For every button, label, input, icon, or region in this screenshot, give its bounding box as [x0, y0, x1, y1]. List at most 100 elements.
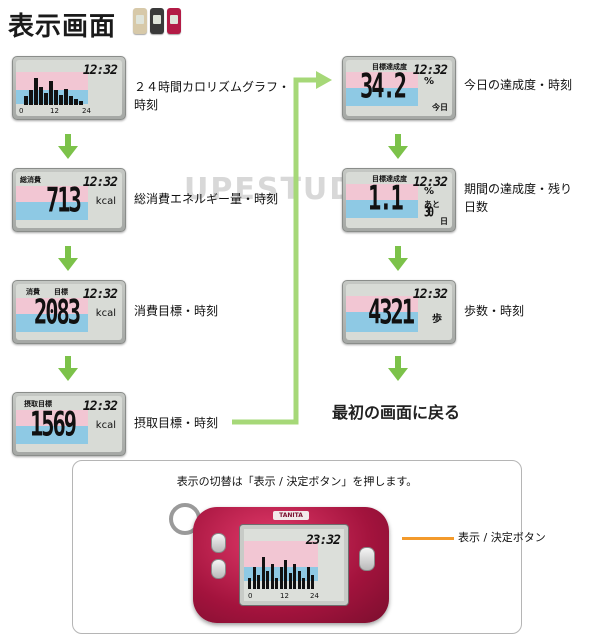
graph-bar — [24, 96, 28, 105]
device-lcd: 23:32 0 12 24 — [239, 524, 349, 606]
unit-label: kcal — [95, 420, 116, 431]
graph-bar — [79, 100, 83, 105]
graph-bar — [306, 567, 310, 589]
caption-intake-goal: 摂取目標・時刻 — [134, 416, 219, 430]
graph-bar — [252, 567, 256, 589]
clock: 12:32 — [82, 63, 118, 78]
tick-12: 12 — [50, 107, 59, 115]
unit-label: kcal — [95, 196, 116, 207]
instruction-text: 表示の切替は「表示 / 決定ボタン」を押します。 — [176, 475, 418, 488]
caption-total-consumption: 総消費エネルギー量・時刻 — [134, 192, 279, 206]
tick-0: 0 — [19, 107, 24, 115]
beige-device-thumbnail — [133, 8, 147, 34]
graph-bar — [59, 94, 63, 105]
lcd-intake-goal: 摂取目標 1569 12:32 kcal — [12, 392, 126, 456]
caption-steps: 歩数・時刻 — [464, 304, 525, 318]
device-clock: 23:32 — [305, 533, 341, 548]
left-button-bottom — [211, 559, 226, 579]
rate-value: 1.1 — [368, 180, 404, 219]
days-unit: 日 — [440, 217, 448, 226]
calorie-value: 1569 — [30, 406, 77, 445]
tick-0: 0 — [248, 592, 253, 600]
unit-label: kcal — [95, 308, 116, 319]
clock: 12:32 — [82, 175, 118, 190]
graph-bar — [74, 99, 78, 105]
device-graph-bars — [248, 553, 316, 589]
lcd-period-rate: 目標達成度 1.1 % あと 30 日 12:32 — [342, 168, 456, 232]
down-arrow-icon — [58, 246, 78, 271]
graph-bar — [266, 571, 270, 589]
screen-label: 目標 — [54, 288, 68, 296]
down-arrow-icon — [388, 246, 408, 271]
caption-today-rate: 今日の達成度・時刻 — [464, 78, 573, 92]
lcd-consumption-goal: 消費 目標 2083 12:32 kcal — [12, 280, 126, 344]
graph-bar — [270, 563, 274, 589]
graph-bar — [302, 578, 306, 589]
graph-bar — [279, 567, 283, 589]
graph-bar — [257, 574, 261, 589]
tick-12: 12 — [280, 592, 289, 600]
brand-logo: TANITA — [273, 511, 309, 520]
remaining-label: あと — [424, 200, 440, 209]
graph-bar — [54, 90, 58, 105]
clock: 12:32 — [82, 287, 118, 302]
steps-value: 4321 — [368, 294, 415, 333]
screen-label: 総消費 — [20, 176, 41, 184]
graph-bar — [44, 93, 48, 105]
screen-label: 消費 — [26, 288, 40, 296]
graph-bar — [297, 571, 301, 589]
page-title: 表示画面 — [8, 12, 117, 42]
graph-bars — [24, 75, 84, 105]
clock: 12:32 — [412, 175, 448, 190]
clock: 12:32 — [412, 63, 448, 78]
down-arrow-icon — [58, 356, 78, 381]
lcd-calorhythm-graph: 0 12 24 12:32 — [12, 56, 126, 120]
left-button-top — [211, 533, 226, 553]
device-color-thumbnails — [133, 6, 185, 36]
caption-graph: ２４時間カロリズムグラフ・時刻 — [134, 80, 291, 112]
switch-instruction-panel: 表示の切替は「表示 / 決定ボタン」を押します。 TANITA 23:32 0 … — [72, 460, 522, 634]
down-arrow-icon — [388, 356, 408, 381]
lcd-today-rate: 目標達成度 34.2 % 12:32 今日 — [342, 56, 456, 120]
screen-label: 目標達成度 — [372, 63, 407, 71]
lcd-total-consumption: 総消費 713 12:32 kcal — [12, 168, 126, 232]
return-to-first-screen: 最初の画面に戻る — [332, 403, 461, 422]
calorie-value: 713 — [46, 182, 82, 221]
callout-line — [402, 537, 454, 540]
clock: 12:32 — [82, 399, 118, 414]
graph-bar — [248, 578, 252, 589]
device-illustration: TANITA 23:32 0 12 24 — [193, 507, 389, 623]
rate-value: 34.2 — [360, 68, 407, 107]
callout-label: 表示 / 決定ボタン — [458, 531, 546, 544]
down-arrow-icon — [58, 134, 78, 159]
percent-unit: % — [424, 76, 435, 87]
calorie-value: 2083 — [34, 294, 81, 333]
graph-bar — [39, 87, 43, 105]
lcd-steps: 4321 12:32 歩 — [342, 280, 456, 344]
graph-bar — [284, 560, 288, 589]
graph-bar — [64, 88, 68, 105]
caption-consumption-goal: 消費目標・時刻 — [134, 304, 219, 318]
clock: 12:32 — [412, 287, 448, 302]
down-arrow-icon — [388, 134, 408, 159]
graph-bar — [34, 78, 38, 105]
screen-label: 摂取目標 — [24, 400, 52, 408]
graph-bar — [275, 578, 279, 589]
graph-bar — [29, 90, 33, 105]
tick-24: 24 — [82, 107, 91, 115]
steps-unit: 歩 — [432, 314, 442, 325]
percent-unit: % — [424, 186, 435, 197]
today-label: 今日 — [432, 103, 448, 112]
tick-24: 24 — [310, 592, 319, 600]
remaining-days: 30 — [424, 206, 434, 221]
graph-bar — [293, 563, 297, 589]
caption-period-rate: 期間の達成度・残り日数 — [464, 182, 573, 214]
screen-label: 目標達成度 — [372, 175, 407, 183]
graph-bar — [311, 574, 315, 589]
black-device-thumbnail — [150, 8, 164, 34]
display-select-button[interactable] — [359, 547, 375, 571]
graph-bar — [288, 572, 292, 589]
graph-bar — [261, 556, 265, 589]
graph-bar — [49, 81, 53, 105]
